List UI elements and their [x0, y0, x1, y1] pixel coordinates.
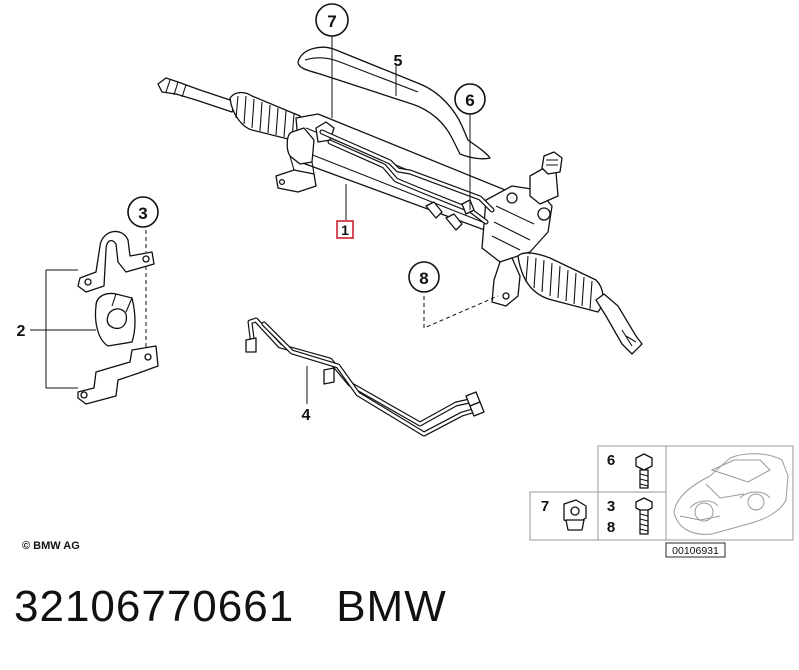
callout-7[interactable]: 7: [315, 3, 349, 37]
svg-text:2: 2: [17, 323, 26, 340]
brand-name: BMW: [336, 582, 447, 631]
svg-text:3: 3: [138, 204, 147, 223]
svg-text:1: 1: [341, 222, 349, 238]
mount-clamp-set: [77, 230, 159, 405]
svg-text:7: 7: [327, 12, 336, 31]
pipe-line: [245, 317, 485, 437]
svg-text:8: 8: [419, 269, 428, 288]
leader-lines: [30, 36, 499, 404]
car-outline-icon: [673, 453, 789, 535]
bolt-6-icon: [635, 453, 653, 489]
steering-rack-assembly: [157, 77, 643, 355]
callout-8[interactable]: 8: [408, 261, 440, 293]
bolt-3-8-icon: [635, 497, 653, 535]
callout-4[interactable]: 4: [302, 407, 311, 424]
callout-1-highlighted[interactable]: 1: [336, 220, 354, 239]
svg-text:5: 5: [394, 53, 403, 70]
copyright-text: © BMW AG: [22, 540, 80, 552]
image-code: 00106931: [672, 545, 719, 557]
svg-text:4: 4: [302, 407, 311, 424]
svg-text:6: 6: [607, 452, 615, 469]
callout-2[interactable]: 2: [17, 323, 26, 340]
svg-text:8: 8: [607, 519, 615, 536]
heat-shield: [297, 46, 491, 160]
callout-5[interactable]: 5: [394, 53, 403, 70]
svg-text:7: 7: [541, 498, 549, 515]
svg-text:6: 6: [465, 91, 474, 110]
hardware-inset: 6 7 3 8: [529, 445, 794, 558]
callout-3[interactable]: 3: [127, 196, 159, 228]
part-number-line: 32106770661 BMW: [14, 582, 447, 632]
nut-7-icon: [563, 499, 587, 531]
callout-6[interactable]: 6: [454, 83, 486, 115]
svg-text:3: 3: [607, 498, 615, 515]
part-number: 32106770661: [14, 582, 295, 631]
